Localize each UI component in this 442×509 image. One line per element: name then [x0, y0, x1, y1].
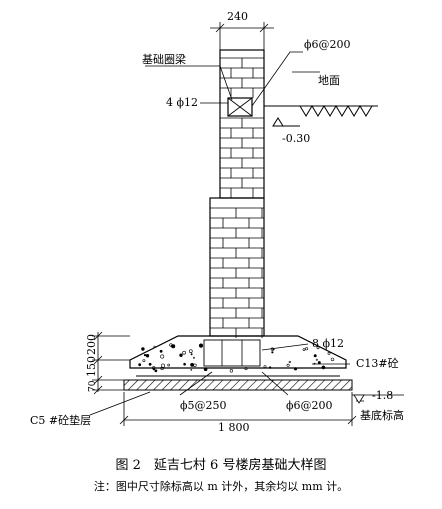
cushion-label: C5 #砼垫层	[30, 413, 91, 427]
wall-width-label: 240	[227, 10, 248, 23]
footing-bars-label: 8 ϕ12	[312, 337, 344, 350]
aggregate-particle	[148, 362, 152, 366]
aggregate-particle	[152, 367, 156, 371]
aggregate-particle	[330, 357, 335, 362]
ring-beam-bars-label: 4 ϕ12	[166, 96, 198, 109]
aggregate-particle	[203, 367, 208, 372]
aggregate-particle	[286, 363, 290, 367]
cushion-layer	[123, 379, 353, 391]
leader-lines	[145, 51, 320, 107]
aggregate-particle	[154, 369, 158, 373]
brick-wall	[209, 49, 265, 338]
concrete-aggregate	[138, 343, 335, 373]
ring-beam-stirrup-label: ϕ6@200	[304, 38, 351, 51]
aggregate-particle	[141, 347, 145, 351]
base-level-label: -1.8	[372, 389, 393, 402]
aggregate-particle	[288, 360, 291, 364]
ground-level-label: -0.30	[282, 132, 310, 145]
figure-note: 注：图中尺寸除标高以 m 计外，其余均以 mm 计。	[93, 480, 349, 493]
height-top-label: 200	[85, 334, 98, 355]
footing-width-label: 1 800	[218, 421, 250, 434]
aggregate-particle	[145, 354, 150, 358]
aggregate-particle	[183, 362, 186, 366]
aggregate-particle	[198, 343, 204, 348]
aggregate-particle	[159, 349, 163, 353]
aggregate-particle	[160, 354, 165, 359]
aggregate-particle	[321, 365, 326, 370]
aggregate-particle	[263, 365, 267, 369]
aggregate-particle	[244, 367, 248, 371]
dimension-footing-width	[119, 392, 357, 426]
aggregate-particle	[190, 353, 193, 356]
aggregate-particle	[302, 348, 306, 351]
concrete-grade-label: C13#砼	[356, 357, 399, 370]
aggregate-particle	[313, 354, 317, 358]
footing-rebar-a-label: ϕ5@250	[180, 399, 227, 412]
aggregate-particle	[142, 359, 146, 363]
base-level-name-label: 基底标高	[360, 408, 404, 422]
aggregate-particle	[190, 362, 195, 367]
aggregate-particle	[167, 363, 170, 367]
height-mid-label: 150	[85, 356, 98, 377]
aggregate-particle	[305, 347, 309, 351]
dimension-footing-heights	[92, 331, 130, 395]
aggregate-particle	[138, 363, 142, 367]
aggregate-particle	[316, 346, 320, 350]
aggregate-particle	[293, 367, 298, 371]
aggregate-particle	[169, 343, 173, 347]
footing-rebar-b-label: ϕ6@200	[286, 399, 333, 412]
aggregate-particle	[182, 350, 186, 355]
aggregate-particle	[317, 361, 321, 365]
ring-beam	[227, 97, 253, 117]
aggregate-particle	[315, 358, 318, 361]
aggregate-particle	[190, 368, 193, 371]
aggregate-particle	[229, 369, 234, 373]
ring-beam-label: 基础圈梁	[142, 52, 186, 66]
aggregate-particle	[189, 349, 193, 354]
aggregate-particle	[160, 366, 164, 371]
footing-leaders	[89, 343, 404, 416]
aggregate-particle	[268, 366, 272, 369]
aggregate-particle	[179, 353, 183, 357]
aggregate-particle	[271, 351, 274, 354]
ground-line	[264, 105, 378, 127]
aggregate-particle	[327, 351, 331, 355]
aggregate-particle	[153, 345, 156, 348]
aggregate-particle	[192, 356, 195, 359]
ground-label: 地面	[318, 74, 340, 87]
height-bottom-label: 70	[88, 380, 98, 392]
figure-title: 图 2 延吉七村 6 号楼房基础大样图	[115, 458, 327, 473]
aggregate-particle	[143, 354, 147, 357]
dimension-wall-width	[210, 22, 274, 50]
